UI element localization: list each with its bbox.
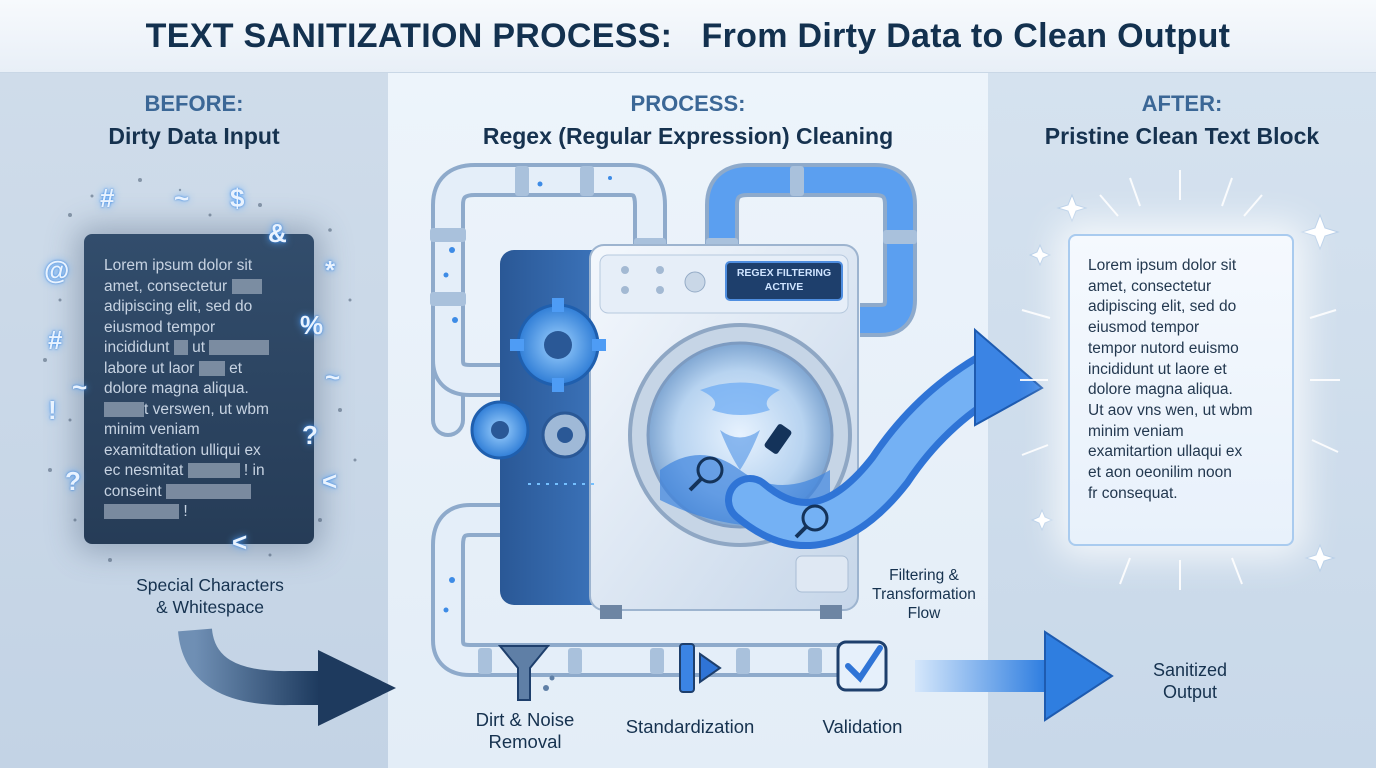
after-kicker: AFTER: — [1141, 91, 1223, 116]
stage-label-line: Validation — [822, 716, 903, 737]
stage-standardization: Standardization — [605, 716, 775, 738]
dirty-text-block: Lorem ipsum dolor sit amet, consectetur … — [84, 234, 314, 544]
dirty-caption: Special Characters & Whitespace — [90, 574, 330, 618]
dirty-line: t verswen, ut wbm — [104, 400, 299, 421]
symbol-tilde: ~ — [72, 372, 88, 402]
before-subtitle: Dirty Data Input — [108, 123, 280, 149]
symbol-exclamation: ! — [48, 395, 57, 425]
sparkle-icons — [1028, 193, 1340, 573]
page-title: TEXT SANITIZATION PROCESS: From Dirty Da… — [145, 16, 1231, 55]
dirty-line: adipiscing elit, sed do — [104, 298, 253, 315]
dirty-line: eiusmod tempor — [104, 318, 216, 336]
flow-caption-line: Filtering & — [889, 567, 959, 584]
dirty-line: Lorem ipsum dolor sit — [104, 257, 253, 274]
flow-caption-line: Transformation — [872, 586, 976, 603]
clean-text: Lorem ipsum dolor sit amet, consectetur … — [1088, 256, 1253, 504]
filter-flow-arrow — [725, 327, 1044, 549]
regex-display: REGEX FILTERING ACTIVE — [726, 266, 842, 294]
symbol-dollar: $ — [230, 183, 245, 213]
stage-validation: Validation — [795, 716, 930, 738]
output-caption: Sanitized Output — [1120, 659, 1260, 703]
before-title: BEFORE: Dirty Data Input — [0, 91, 388, 150]
dirty-line: ! — [104, 502, 299, 523]
clean-line: Ut aov vns wen, ut wbm — [1088, 401, 1253, 419]
input-arrow — [178, 627, 396, 726]
clean-line: et aon oeonilim noon — [1088, 464, 1232, 482]
dirty-text: Lorem ipsum dolor sit amet, consectetur … — [104, 256, 299, 523]
gear-icons — [470, 298, 606, 485]
regex-display-line: ACTIVE — [764, 281, 804, 293]
dirty-line: conseint — [104, 482, 299, 503]
dirty-caption-line: & Whitespace — [156, 597, 264, 617]
output-caption-line: Sanitized — [1152, 660, 1228, 680]
clean-line: fr consequat. — [1088, 484, 1178, 502]
process-subtitle: Regex (Regular Expression) Cleaning — [482, 123, 894, 149]
flow-caption-line: Flow — [907, 605, 941, 622]
flow-caption: Filtering & Transformation Flow — [854, 566, 994, 623]
dirty-line: labore ut laor et — [104, 359, 243, 377]
output-caption-line: Output — [1162, 682, 1218, 702]
clean-line: adipiscing elit, sed do — [1088, 298, 1237, 316]
dirty-line: ec nesmitat ! in — [104, 462, 265, 479]
clean-line: dolore magna aliqua. — [1088, 381, 1233, 399]
dirty-line: incididunt ut — [104, 338, 299, 359]
clean-line: eiusmod tempor — [1088, 319, 1200, 337]
after-title: AFTER: Pristine Clean Text Block — [988, 91, 1376, 150]
stage-label-line: Dirt & Noise — [475, 709, 575, 730]
symbol-hash: # — [100, 183, 115, 213]
dirty-line: minim veniam — [104, 421, 200, 438]
symbol-asterisk: * — [325, 255, 336, 285]
clean-line: amet, consectetur — [1088, 277, 1212, 295]
symbol-ampersand: & — [268, 218, 287, 248]
symbol-hash: # — [48, 325, 63, 355]
pipe-top-left — [430, 163, 667, 437]
process-title: PROCESS: Regex (Regular Expression) Clea… — [388, 91, 988, 150]
symbol-tilde: ~ — [174, 183, 190, 213]
symbol-tilde: ~ — [325, 362, 341, 392]
glow-rays — [1020, 170, 1340, 590]
symbol-at: @ — [44, 255, 70, 285]
clean-text-block: Lorem ipsum dolor sit amet, consectetur … — [1068, 234, 1294, 546]
clean-line: Lorem ipsum dolor sit — [1088, 257, 1237, 274]
before-kicker: BEFORE: — [144, 91, 244, 116]
dirty-caption-line: Special Characters — [136, 575, 284, 595]
symbol-question: ? — [302, 420, 318, 450]
symbol-question: ? — [65, 466, 81, 496]
dirty-line: dolore magna aliqua. — [104, 380, 249, 397]
clean-line: tempor nutord euismo — [1088, 339, 1239, 357]
stage-label-line: Removal — [488, 731, 562, 752]
clean-line: minim veniam — [1088, 422, 1184, 440]
regex-display-line: REGEX FILTERING — [736, 267, 832, 279]
dirty-line: examitdtation ulliqui ex — [104, 441, 261, 459]
symbol-less-than: < — [322, 466, 338, 496]
symbol-less-than: < — [232, 527, 248, 557]
stage-label-line: Standardization — [625, 716, 755, 737]
after-subtitle: Pristine Clean Text Block — [1044, 123, 1320, 149]
stage-icons — [478, 640, 888, 701]
symbol-percent: % — [300, 310, 324, 340]
process-kicker: PROCESS: — [630, 91, 746, 116]
stage-dirt-noise-removal: Dirt & Noise Removal — [445, 709, 605, 753]
clean-line: examitartion ullaqui ex — [1088, 443, 1243, 461]
output-arrow — [915, 630, 1114, 722]
dirty-line: amet, consectetur — [104, 277, 299, 298]
header: TEXT SANITIZATION PROCESS: From Dirty Da… — [0, 0, 1376, 73]
clean-line: incididunt ut laore et — [1088, 360, 1227, 378]
